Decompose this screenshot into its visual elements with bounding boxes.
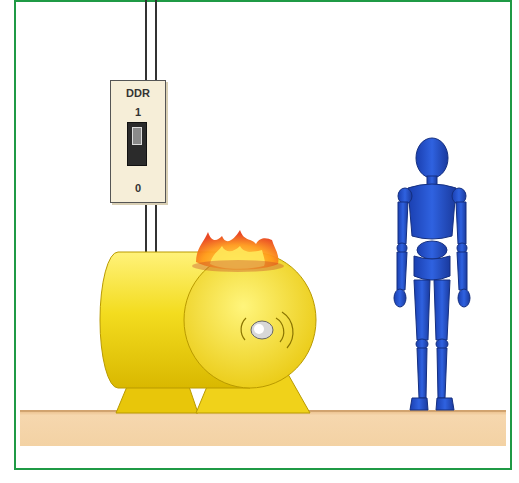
motor-shaft (251, 321, 273, 339)
motor-end-face (184, 252, 316, 388)
mannequin (394, 138, 470, 410)
device-label: DDR (111, 87, 165, 99)
switch-position: 1 (111, 106, 165, 118)
breaker-box: DDR 1 0 (110, 80, 166, 203)
frame-border (15, 1, 511, 469)
switch-position: 0 (111, 182, 165, 194)
switch-lever (132, 127, 142, 145)
shaft-highlight (254, 324, 264, 334)
toggle-switch (127, 122, 147, 166)
fire (192, 230, 284, 272)
ground (20, 410, 506, 446)
rotation-marks (241, 312, 293, 348)
